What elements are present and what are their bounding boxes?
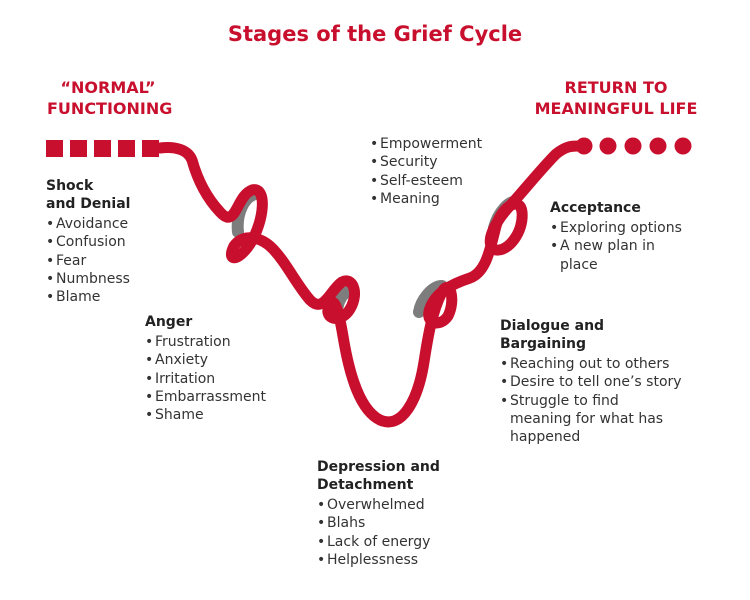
stage-items: Avoidance Confusion Fear Numbness Blame: [46, 215, 176, 306]
stage-title-line2: Detachment: [317, 477, 414, 493]
start-dash: [142, 140, 159, 157]
end-dot: [674, 137, 692, 155]
stage-items: Empowerment Security Self-esteem Meaning: [370, 135, 510, 208]
stage-item: Shame: [145, 406, 295, 424]
stage-item: Security: [370, 153, 510, 171]
stage-title-line1: Shock: [46, 178, 94, 194]
stage-item: Reaching out to others: [500, 355, 696, 373]
stage-title-line2: and Denial: [46, 196, 131, 212]
stage-item: Self-esteem: [370, 172, 510, 190]
stage-title-line1: Acceptance: [550, 200, 641, 216]
stage-items: Frustration Anxiety Irritation Embarrass…: [145, 333, 295, 424]
stage-title: Anger: [145, 313, 295, 331]
end-dot: [649, 137, 667, 155]
end-dot: [575, 137, 593, 155]
stage-item: A new plan in place: [550, 237, 680, 274]
end-label: RETURN TO MEANINGFUL LIFE: [524, 77, 708, 119]
stage-item: Confusion: [46, 233, 176, 251]
stage-title: Depression and Detachment: [317, 458, 477, 494]
stage-item: Exploring options: [550, 219, 710, 237]
stage-item: Blame: [46, 288, 176, 306]
stage-item: Empowerment: [370, 135, 510, 153]
stage-title: Acceptance: [550, 199, 710, 217]
stage-title-line1: Dialogue and: [500, 318, 605, 334]
stage-title: Shock and Denial: [46, 177, 176, 213]
start-dash: [94, 140, 111, 157]
stage-item: Avoidance: [46, 215, 176, 233]
end-dot: [599, 137, 617, 155]
end-label-line2: MEANINGFUL LIFE: [534, 99, 698, 118]
stage-item: Frustration: [145, 333, 295, 351]
start-dashes: [46, 140, 159, 157]
start-label: “NORMAL” FUNCTIONING: [47, 77, 173, 119]
end-dot: [624, 137, 642, 155]
stage-title-line1: Depression and: [317, 459, 440, 475]
end-label-line1: RETURN TO: [564, 78, 668, 97]
start-dash: [118, 140, 135, 157]
stage-empowerment: Empowerment Security Self-esteem Meaning: [370, 135, 510, 208]
stage-items: Exploring options A new plan in place: [550, 219, 710, 274]
stage-items: Reaching out to others Desire to tell on…: [500, 355, 696, 446]
stage-item: Anxiety: [145, 351, 295, 369]
grief-ribbon: [154, 140, 584, 428]
stage-title-line2: Bargaining: [500, 336, 587, 352]
stage-item: Meaning: [370, 190, 510, 208]
stage-acceptance: Acceptance Exploring options A new plan …: [550, 199, 710, 274]
stage-item: Embarrassment: [145, 388, 295, 406]
stage-item: Struggle to find meaning for what has ha…: [500, 392, 670, 447]
start-label-line2: FUNCTIONING: [47, 99, 173, 118]
stage-shock-denial: Shock and Denial Avoidance Confusion Fea…: [46, 177, 176, 306]
start-dash: [70, 140, 87, 157]
start-dash: [46, 140, 63, 157]
stage-title-line1: Anger: [145, 314, 193, 330]
stage-items: Overwhelmed Blahs Lack of energy Helples…: [317, 496, 477, 569]
start-label-line1: “NORMAL”: [60, 78, 156, 97]
stage-dialogue-bargaining: Dialogue and Bargaining Reaching out to …: [500, 317, 710, 446]
stage-title: Dialogue and Bargaining: [500, 317, 710, 353]
stage-item: Desire to tell one’s story: [500, 373, 696, 391]
stage-item: Irritation: [145, 370, 295, 388]
diagram-title: Stages of the Grief Cycle: [227, 22, 523, 46]
stage-item: Blahs: [317, 514, 477, 532]
stage-depression-detachment: Depression and Detachment Overwhelmed Bl…: [317, 458, 477, 569]
stage-anger: Anger Frustration Anxiety Irritation Emb…: [145, 313, 295, 424]
stage-item: Helplessness: [317, 551, 477, 569]
stage-item: Overwhelmed: [317, 496, 477, 514]
stage-item: Numbness: [46, 270, 176, 288]
stage-item: Lack of energy: [317, 533, 477, 551]
end-dots: [575, 137, 692, 155]
stage-item: Fear: [46, 252, 176, 270]
